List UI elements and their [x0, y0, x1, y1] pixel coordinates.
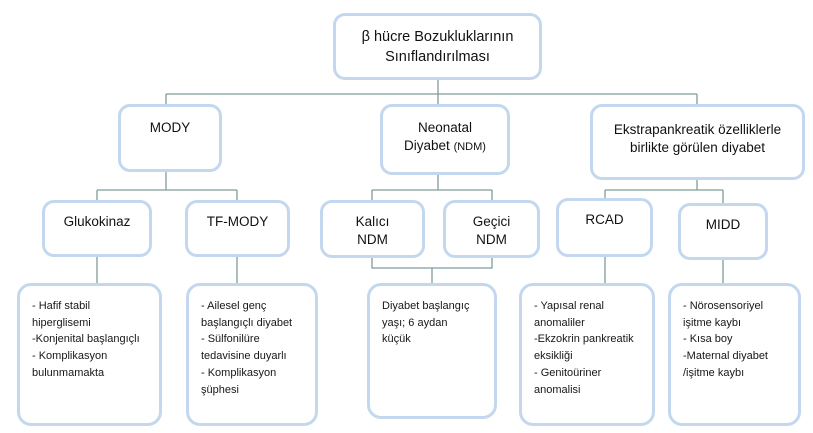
node-extrapancreatic-text: Ekstrapankreatik özelliklerle birlikte g… [601, 121, 794, 157]
node-ekstrapankreatik[interactable]: Ekstrapankreatik özelliklerle birlikte g… [590, 104, 805, 180]
detail-rcad[interactable]: - Yapısal renal anomaliler -Ekzokrin pan… [519, 283, 655, 426]
node-midd-label: MIDD [705, 217, 741, 232]
node-neonatal-diyabet[interactable]: Neonatal Diyabet (NDM) [380, 104, 510, 175]
node-tf-mody[interactable]: TF-MODY [185, 200, 290, 257]
node-extrapancreatic-line2: birlikte görülen diyabet [629, 140, 766, 156]
link-kalici-to-detail [371, 258, 433, 283]
node-mody-label: MODY [149, 120, 191, 135]
node-gecici-ndm-line1: Geçici [472, 214, 511, 229]
detail-glukokinaz[interactable]: - Hafif stabil hiperglisemi -Konjenital … [17, 283, 162, 426]
node-extrapancreatic-line1: Ekstrapankreatik özelliklerle [613, 122, 782, 137]
node-ndm-line2: Diyabet [404, 138, 450, 154]
node-ndm-abbrev: (NDM) [453, 141, 486, 154]
node-root-line1: β hücre Bozukluklarının [361, 29, 514, 45]
node-rcad-label: RCAD [585, 212, 624, 227]
node-kalici-ndm-line2: NDM [357, 232, 388, 248]
node-kalici-ndm-line1: Kalıcı [355, 214, 390, 229]
node-tf-mody-label: TF-MODY [206, 214, 269, 229]
node-glukokinaz[interactable]: Glukokinaz [42, 200, 152, 257]
detail-ndm[interactable]: Diyabet başlangıç yaşı; 6 aydan küçük [367, 283, 497, 419]
detail-tf-mody[interactable]: - Ailesel genç başlangıçlı diyabet - Sül… [186, 283, 318, 426]
node-gecici-ndm-line2: NDM [476, 232, 507, 248]
node-gecici-ndm-text: Geçici NDM [446, 213, 537, 249]
node-root[interactable]: β hücre Bozukluklarının Sınıflandırılmas… [333, 13, 542, 80]
node-gecici-ndm[interactable]: Geçici NDM [443, 200, 540, 258]
detail-glukokinaz-text: - Hafif stabil hiperglisemi -Konjenital … [32, 300, 140, 379]
node-mody[interactable]: MODY [118, 104, 222, 172]
node-glukokinaz-label: Glukokinaz [63, 214, 131, 229]
node-root-text: β hücre Bozukluklarının Sınıflandırılmas… [336, 28, 539, 67]
node-ndm-line1: Neonatal [417, 120, 473, 135]
detail-midd[interactable]: - Nörosensoriyel işitme kaybı - Kısa boy… [668, 283, 801, 426]
node-ndm-text: Neonatal Diyabet (NDM) [383, 119, 507, 155]
link-gecici-to-detail [432, 258, 493, 269]
node-kalici-ndm-text: Kalıcı NDM [323, 213, 422, 249]
node-kalici-ndm[interactable]: Kalıcı NDM [320, 200, 425, 258]
node-root-line2: Sınıflandırılması [385, 48, 490, 65]
detail-rcad-text: - Yapısal renal anomaliler -Ekzokrin pan… [534, 300, 634, 396]
node-rcad[interactable]: RCAD [556, 198, 653, 257]
detail-ndm-text: Diyabet başlangıç yaşı; 6 aydan küçük [382, 300, 470, 346]
detail-tf-mody-text: - Ailesel genç başlangıçlı diyabet - Sül… [201, 300, 293, 396]
node-midd[interactable]: MIDD [678, 203, 768, 260]
detail-midd-text: - Nörosensoriyel işitme kaybı - Kısa boy… [683, 300, 768, 379]
